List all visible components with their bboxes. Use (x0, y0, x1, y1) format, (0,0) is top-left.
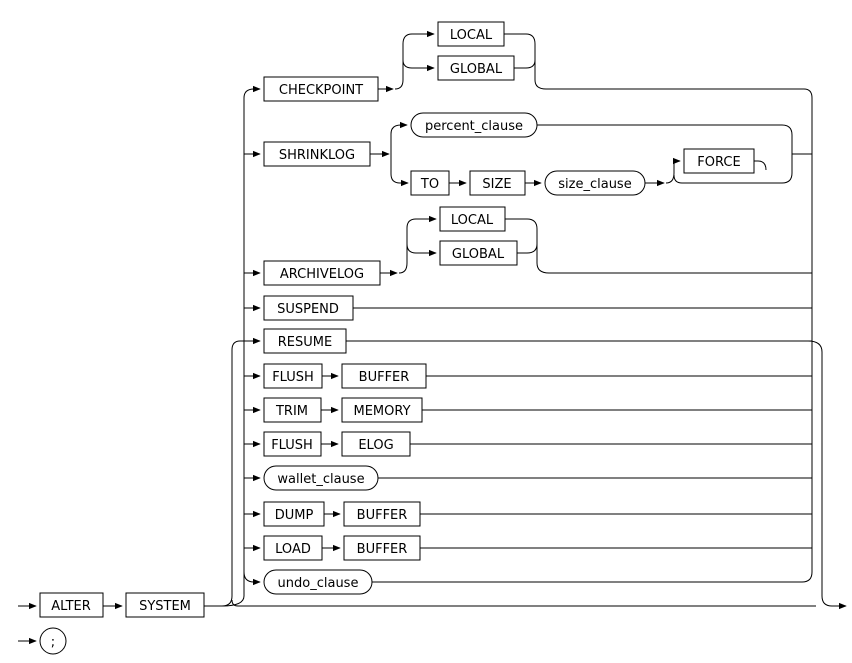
archivelog-local-label: LOCAL (451, 213, 494, 228)
resume-keyword: RESUME (263, 328, 347, 354)
checkpoint-local-label: LOCAL (450, 28, 493, 43)
checkpoint-local-keyword: LOCAL (437, 21, 505, 47)
resume-label: RESUME (278, 335, 332, 350)
checkpoint-keyword: CHECKPOINT (263, 76, 379, 102)
load-buffer-label: BUFFER (357, 542, 408, 557)
percent-clause: percent_clause (410, 112, 538, 138)
wallet-clause: wallet_clause (263, 465, 379, 491)
flush-buffer-buffer-keyword: BUFFER (341, 363, 427, 389)
trim-keyword: TRIM (263, 397, 322, 423)
checkpoint-global-label: GLOBAL (450, 62, 503, 77)
checkpoint-global-keyword: GLOBAL (437, 55, 515, 81)
size-keyword: SIZE (469, 170, 526, 196)
memory-label: MEMORY (353, 404, 410, 419)
elog-keyword: ELOG (341, 431, 411, 457)
suspend-keyword: SUSPEND (263, 295, 354, 321)
size-clause-label: size_clause (558, 177, 631, 192)
elog-label: ELOG (358, 438, 393, 453)
archivelog-keyword: ARCHIVELOG (263, 260, 381, 286)
size-label: SIZE (482, 177, 511, 192)
system-keyword: SYSTEM (125, 592, 205, 618)
dump-buffer-label: BUFFER (357, 508, 408, 523)
memory-keyword: MEMORY (341, 397, 423, 423)
size-clause: size_clause (544, 170, 646, 196)
to-label: TO (420, 177, 439, 192)
undo-clause: undo_clause (263, 569, 373, 595)
archivelog-local-keyword: LOCAL (439, 206, 506, 232)
alter-label: ALTER (51, 599, 91, 614)
load-keyword: LOAD (263, 535, 323, 561)
undo-clause-label: undo_clause (278, 576, 359, 591)
flush-elog-flush-keyword: FLUSH (263, 431, 322, 457)
dump-label: DUMP (275, 508, 314, 523)
percent-clause-label: percent_clause (425, 119, 523, 134)
flush-elog-flush-label: FLUSH (271, 438, 313, 453)
shrinklog-label: SHRINKLOG (279, 148, 355, 163)
dump-buffer-keyword: BUFFER (343, 501, 421, 527)
system-label: SYSTEM (139, 599, 191, 614)
force-keyword: FORCE (683, 148, 755, 174)
flush-buffer-flush-label: FLUSH (272, 370, 314, 385)
archivelog-global-keyword: GLOBAL (439, 240, 518, 266)
suspend-label: SUSPEND (277, 302, 339, 317)
connector-lines (18, 30, 847, 645)
flush-buffer-buffer-label: BUFFER (359, 370, 410, 385)
load-buffer-keyword: BUFFER (343, 535, 421, 561)
shrinklog-keyword: SHRINKLOG (263, 141, 371, 167)
semicolon-label: ; (51, 635, 55, 650)
archivelog-label: ARCHIVELOG (280, 267, 364, 282)
flush-buffer-flush-keyword: FLUSH (263, 363, 323, 389)
alter-keyword: ALTER (39, 592, 104, 618)
dump-keyword: DUMP (263, 501, 325, 527)
archivelog-global-label: GLOBAL (452, 247, 505, 262)
trim-label: TRIM (275, 404, 308, 419)
load-label: LOAD (275, 542, 311, 557)
checkpoint-label: CHECKPOINT (279, 83, 363, 98)
force-label: FORCE (697, 155, 740, 170)
wallet-clause-label: wallet_clause (277, 472, 364, 487)
to-keyword: TO (410, 170, 450, 196)
semicolon-terminator: ; (39, 627, 67, 655)
